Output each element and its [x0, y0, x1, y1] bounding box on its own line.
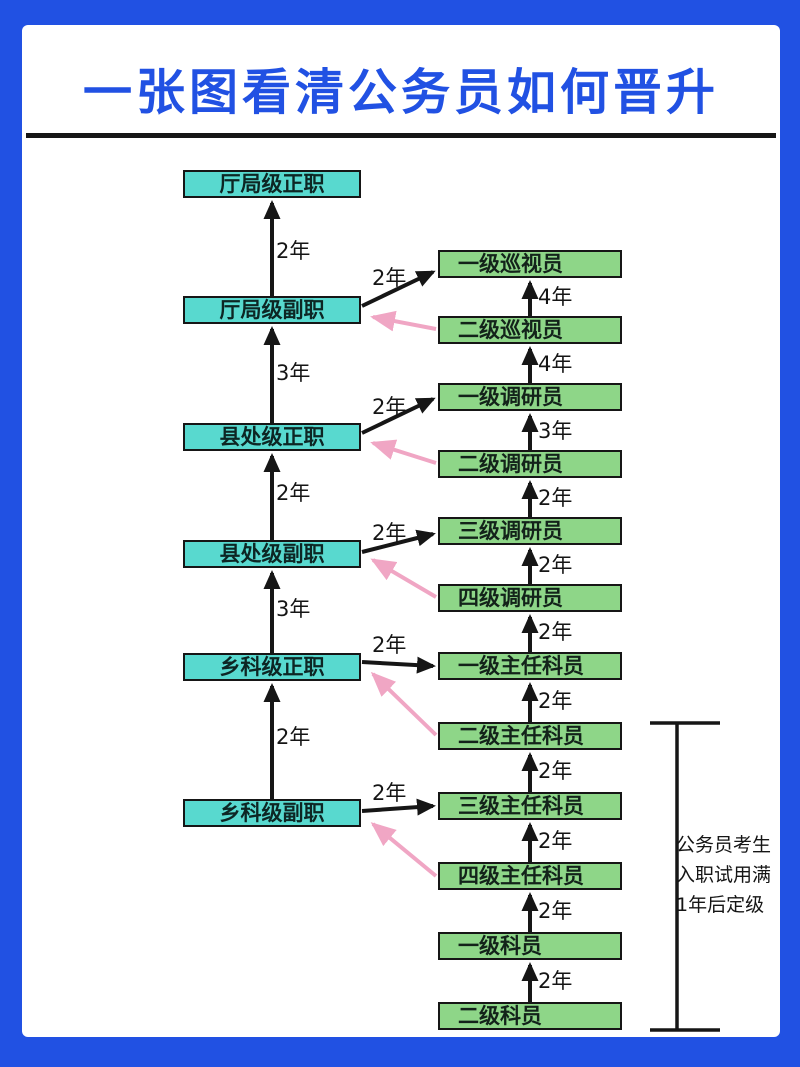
year-label: 2年: [372, 633, 407, 657]
leadership-box: 乡科级副职: [183, 799, 361, 827]
page-title: 一张图看清公务员如何晋升: [82, 64, 719, 121]
year-label: 2年: [372, 266, 407, 290]
probation-note-line: 公务员考生: [676, 834, 772, 856]
probation-note-line: 1年后定级: [676, 894, 765, 916]
year-label: 2年: [538, 759, 573, 783]
leadership-box: 厅局级正职: [183, 170, 361, 198]
diagram-canvas: 一张图看清公务员如何晋升: [22, 25, 780, 1037]
year-label: 3年: [538, 419, 573, 443]
year-label: 2年: [538, 899, 573, 923]
year-label: 2年: [538, 620, 573, 644]
rank-box: 二级科员: [438, 1002, 622, 1030]
rank-to-post-arrow: [370, 310, 437, 332]
year-label: 2年: [372, 521, 407, 545]
leadership-box: 厅局级副职: [183, 296, 361, 324]
year-label: 4年: [538, 285, 573, 309]
year-label: 2年: [372, 395, 407, 419]
year-label: 3年: [276, 597, 311, 621]
year-label: 2年: [538, 553, 573, 577]
rank-box: 三级主任科员: [438, 792, 622, 820]
rank-box: 四级调研员: [438, 584, 622, 612]
rank-box: 一级主任科员: [438, 652, 622, 680]
year-label: 3年: [276, 361, 311, 385]
title-underline: [26, 133, 776, 138]
year-label: 4年: [538, 352, 573, 376]
rank-box: 一级巡视员: [438, 250, 622, 278]
year-label: 2年: [538, 689, 573, 713]
rank-box: 三级调研员: [438, 517, 622, 545]
rank-to-post-arrow: [370, 558, 438, 599]
year-label: 2年: [276, 725, 311, 749]
year-label: 2年: [276, 481, 311, 505]
rank-box: 四级主任科员: [438, 862, 622, 890]
year-label: 2年: [538, 969, 573, 993]
rank-to-post-arrow: [370, 822, 438, 878]
rank-to-post-arrow: [370, 671, 438, 737]
leadership-box: 县处级副职: [183, 540, 361, 568]
probation-note-line: 入职试用满: [676, 864, 772, 886]
post-to-rank-arrow: [361, 656, 436, 674]
year-label: 2年: [538, 829, 573, 853]
rank-box: 一级调研员: [438, 383, 622, 411]
rank-box: 二级主任科员: [438, 722, 622, 750]
post-to-rank-arrow: [361, 798, 436, 816]
leadership-box: 乡科级正职: [183, 653, 361, 681]
year-label: 2年: [276, 239, 311, 263]
rank-box: 二级巡视员: [438, 316, 622, 344]
rank-box: 二级调研员: [438, 450, 622, 478]
rank-box: 一级科员: [438, 932, 622, 960]
leadership-box: 县处级正职: [183, 423, 361, 451]
year-label: 2年: [372, 781, 407, 805]
probation-note: 公务员考生 入职试用满 1年后定级: [676, 830, 778, 920]
year-label: 2年: [538, 486, 573, 510]
rank-to-post-arrow: [370, 439, 437, 465]
